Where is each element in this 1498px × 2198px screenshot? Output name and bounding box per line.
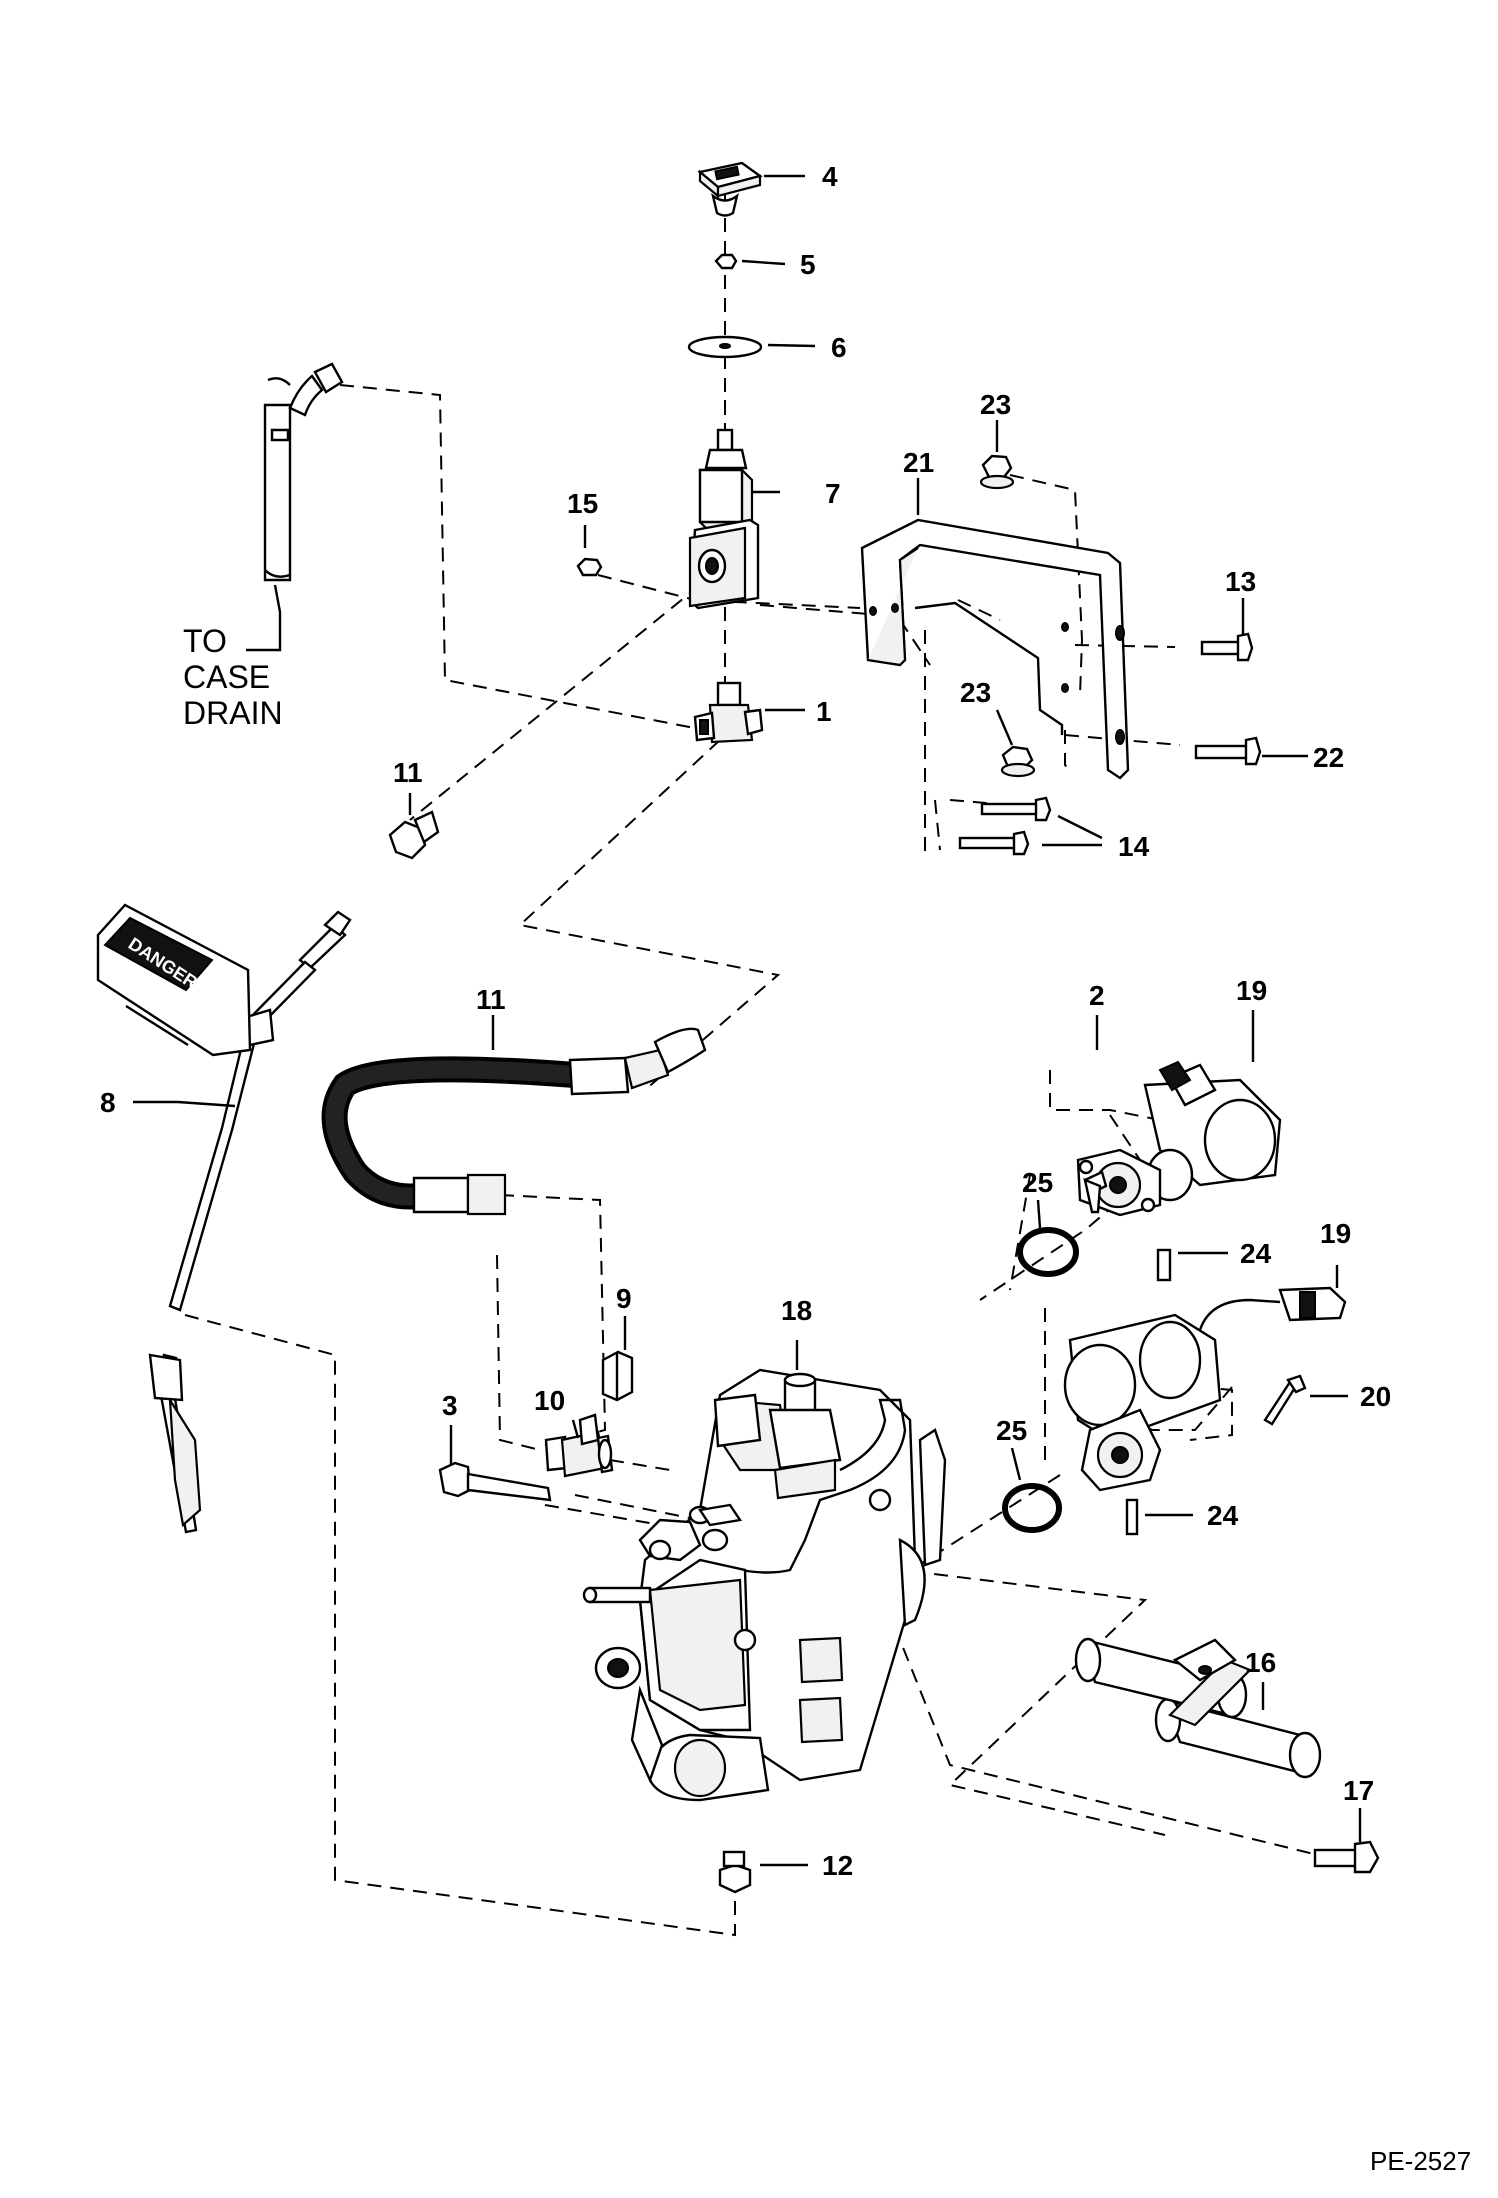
part-screw-2	[1083, 1170, 1108, 1214]
part-control-valve	[582, 1368, 947, 1802]
part-capscrew-17	[1313, 1840, 1380, 1874]
note-line-1: TO	[183, 623, 227, 659]
case-drain-note: TO CASE DRAIN	[183, 623, 283, 731]
callout-11: 11	[476, 984, 506, 1015]
part-flange-nut-lower	[1000, 745, 1036, 778]
danger-tag: DANGER	[96, 903, 252, 1057]
note-line-2: CASE	[183, 659, 270, 695]
callout-25-upper: 25	[1022, 1167, 1053, 1198]
callout-24-upper: 24	[1240, 1238, 1272, 1269]
part-screw-20	[1263, 1374, 1307, 1426]
part-nut	[714, 253, 738, 270]
leader-lines	[133, 174, 1362, 1867]
reference-code: PE-2527	[1370, 2146, 1471, 2176]
callout-12-lower: 12	[822, 1850, 853, 1881]
part-cap	[697, 161, 763, 217]
part-relief-valve	[688, 428, 760, 610]
callout-24-lower: 24	[1207, 1500, 1239, 1531]
callout-22: 22	[1313, 742, 1344, 773]
callout-7: 7	[825, 478, 841, 509]
part-solenoid-upper	[1076, 1060, 1282, 1282]
callout-16: 16	[1245, 1647, 1276, 1678]
callout-10: 10	[534, 1385, 565, 1416]
callout-15: 15	[567, 488, 598, 519]
callout-14: 14	[1118, 831, 1150, 862]
callout-9: 9	[616, 1283, 632, 1314]
part-flange-nut-upper	[979, 454, 1015, 490]
part-mounting-bracket	[860, 518, 1130, 780]
callout-23-upper: 23	[980, 389, 1011, 420]
callout-20: 20	[1360, 1381, 1391, 1412]
callout-1: 1	[816, 696, 832, 727]
callout-4: 4	[822, 161, 838, 192]
part-capscrew-13	[1200, 632, 1254, 662]
part-tee-fitting	[693, 681, 764, 744]
part-solenoid-lower	[1063, 1286, 1347, 1536]
callout-12-upper: 11	[393, 757, 423, 788]
part-washer	[687, 335, 763, 359]
part-o-ring-lower	[1002, 1483, 1062, 1533]
part-case-drain-hose	[263, 362, 344, 582]
callout-18: 18	[781, 1295, 812, 1326]
callout-17: 17	[1343, 1775, 1374, 1806]
callout-2: 2	[1089, 980, 1105, 1011]
part-adapter-upper	[388, 810, 440, 860]
callout-6: 6	[831, 332, 847, 363]
callout-8: 8	[100, 1087, 116, 1118]
part-cap-nut	[601, 1350, 634, 1402]
callout-5: 5	[800, 249, 816, 280]
part-hose-11	[321, 1027, 707, 1216]
callout-13: 13	[1225, 566, 1256, 597]
part-capscrews-14	[958, 796, 1052, 856]
callout-19-upper: 19	[1236, 975, 1267, 1006]
callout-21: 21	[903, 447, 934, 478]
callout-25-lower: 25	[996, 1415, 1027, 1446]
part-tube-line	[148, 910, 352, 1534]
part-capscrew-22	[1194, 736, 1262, 766]
part-spool-cylinders	[1074, 1637, 1322, 1779]
callout-3: 3	[442, 1390, 458, 1421]
callout-numbers: 4 5 6 7 1 15 23 21 13 23 22 14 11 8 11 9…	[100, 161, 1391, 1881]
callout-23-lower: 23	[960, 677, 991, 708]
note-line-3: DRAIN	[183, 695, 283, 731]
part-o-ring-upper	[1017, 1227, 1079, 1277]
part-tee-10	[544, 1413, 614, 1478]
part-nut-small	[576, 557, 603, 577]
part-long-capscrew	[438, 1461, 552, 1502]
part-adapter-lower	[718, 1850, 752, 1894]
callout-19-lower: 19	[1320, 1218, 1351, 1249]
